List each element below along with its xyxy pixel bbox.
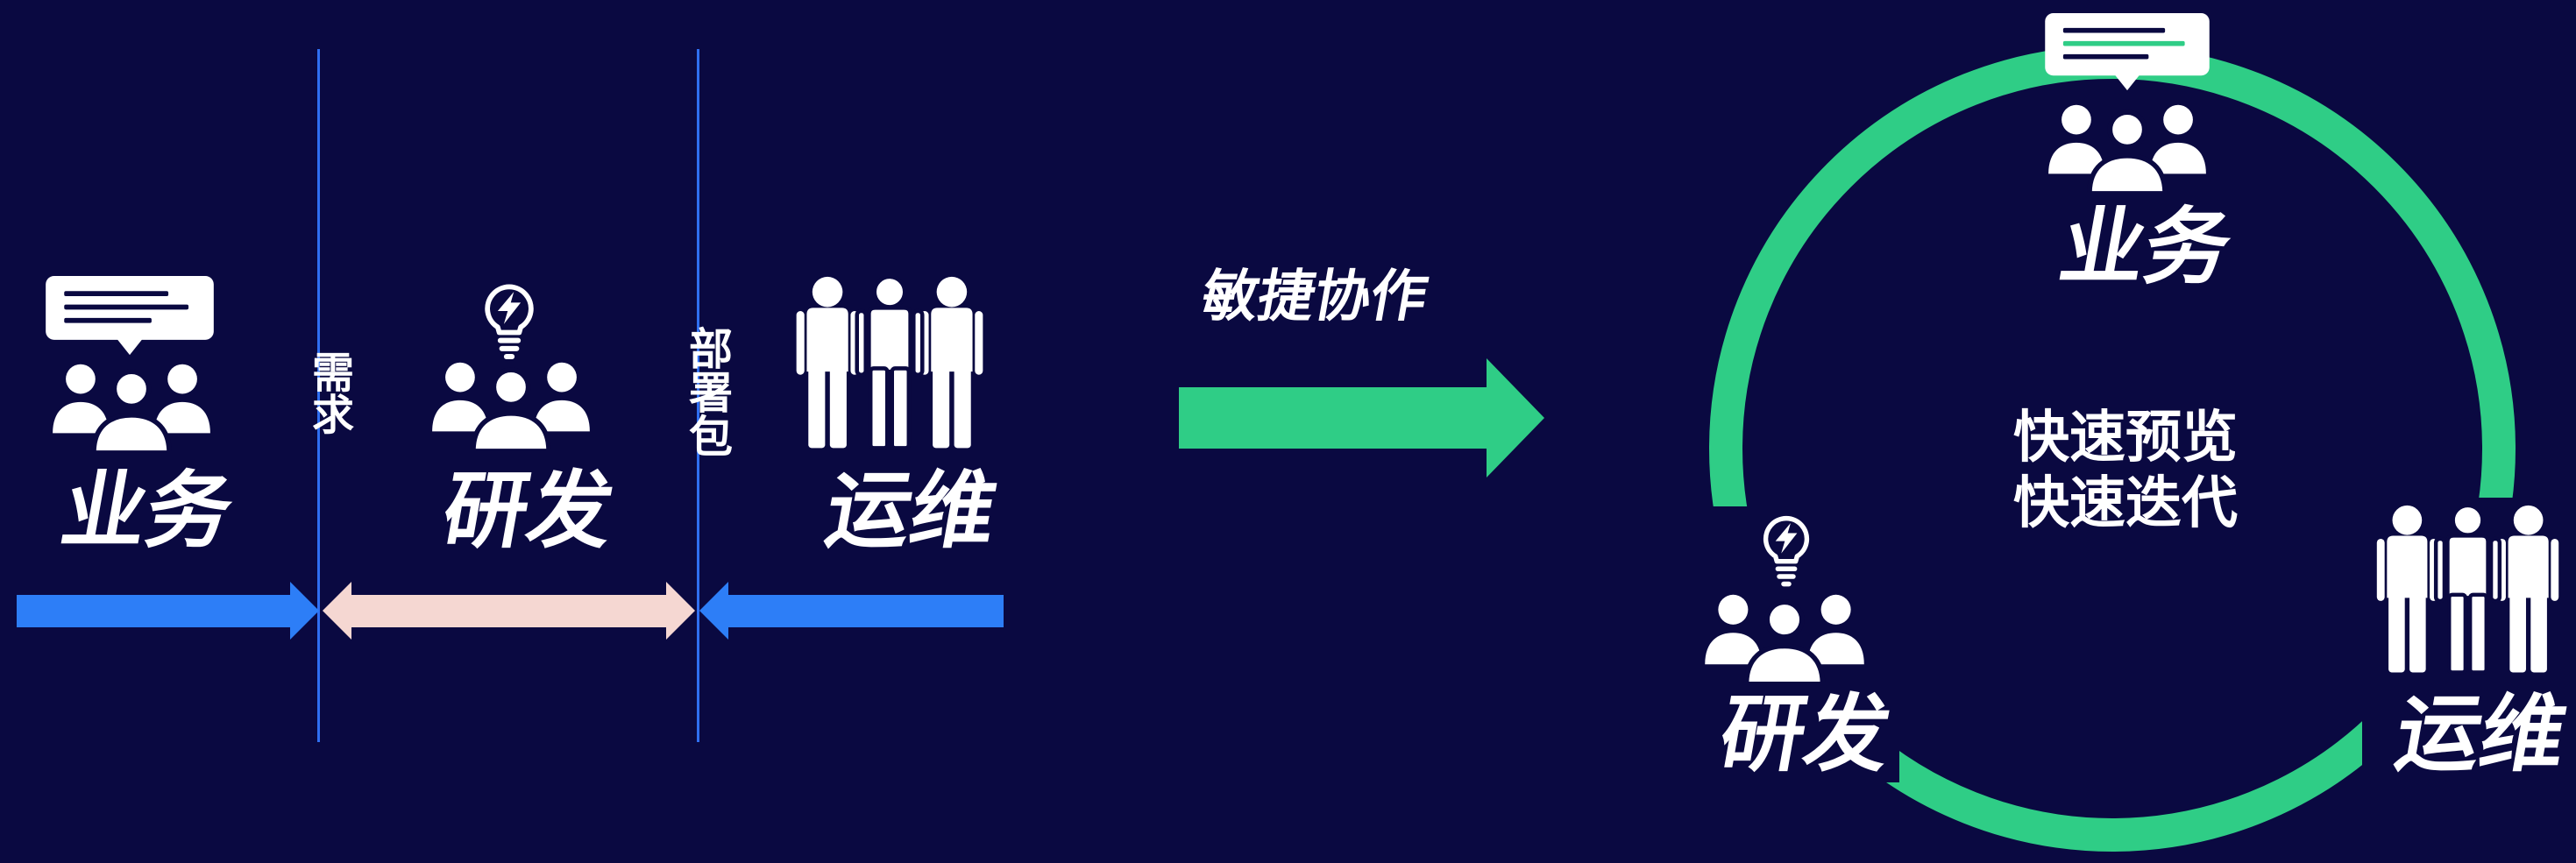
people-group-icon: [1705, 594, 1864, 683]
cycle-center-line-preview: 快速预览: [2013, 406, 2238, 470]
standing-people-icon: [796, 276, 983, 450]
agile-collaboration-label: 敏捷协作: [1196, 265, 1433, 329]
person-figure: [2498, 505, 2559, 673]
lightbulb-icon: [1763, 516, 1810, 587]
person-figure: [855, 276, 925, 450]
cycle-business-label: 业务: [2053, 198, 2239, 296]
person-figure: [2433, 505, 2502, 675]
left-rd-label: 研发: [436, 462, 621, 560]
cycle-ops-group: 运维: [2362, 498, 2576, 787]
cycle-ops-label: 运维: [2388, 685, 2574, 783]
cycle-center-line-iterate: 快速迭代: [2013, 471, 2238, 536]
chat-bubble-icon: [2045, 13, 2210, 91]
left-ops-label: 运维: [819, 462, 1004, 560]
arrow-rd-bidirectional: [323, 582, 695, 640]
lightbulb-icon: [485, 284, 534, 359]
cycle-rd-label: 研发: [1713, 685, 1898, 783]
left-business-label: 业务: [54, 462, 240, 560]
person-figure: [2376, 505, 2438, 673]
people-group-icon: [53, 364, 210, 451]
cycle-rd-group: 研发: [1696, 506, 1899, 783]
package-label: 部署包: [682, 326, 733, 457]
requirement-label: 需求: [304, 350, 353, 435]
arrow-business-to-rd: [17, 582, 319, 640]
people-group-icon: [2048, 104, 2206, 192]
standing-people-icon: [2376, 505, 2559, 675]
arrow-ops-to-rd: [699, 582, 1004, 640]
people-group-icon: [432, 362, 590, 449]
chat-bubble-icon: [46, 276, 214, 356]
arrow-right-icon: [1179, 358, 1544, 477]
person-figure: [796, 276, 859, 449]
divider-line-requirement: [317, 49, 320, 742]
person-figure: [920, 276, 983, 449]
divider-line-package: [697, 49, 699, 742]
